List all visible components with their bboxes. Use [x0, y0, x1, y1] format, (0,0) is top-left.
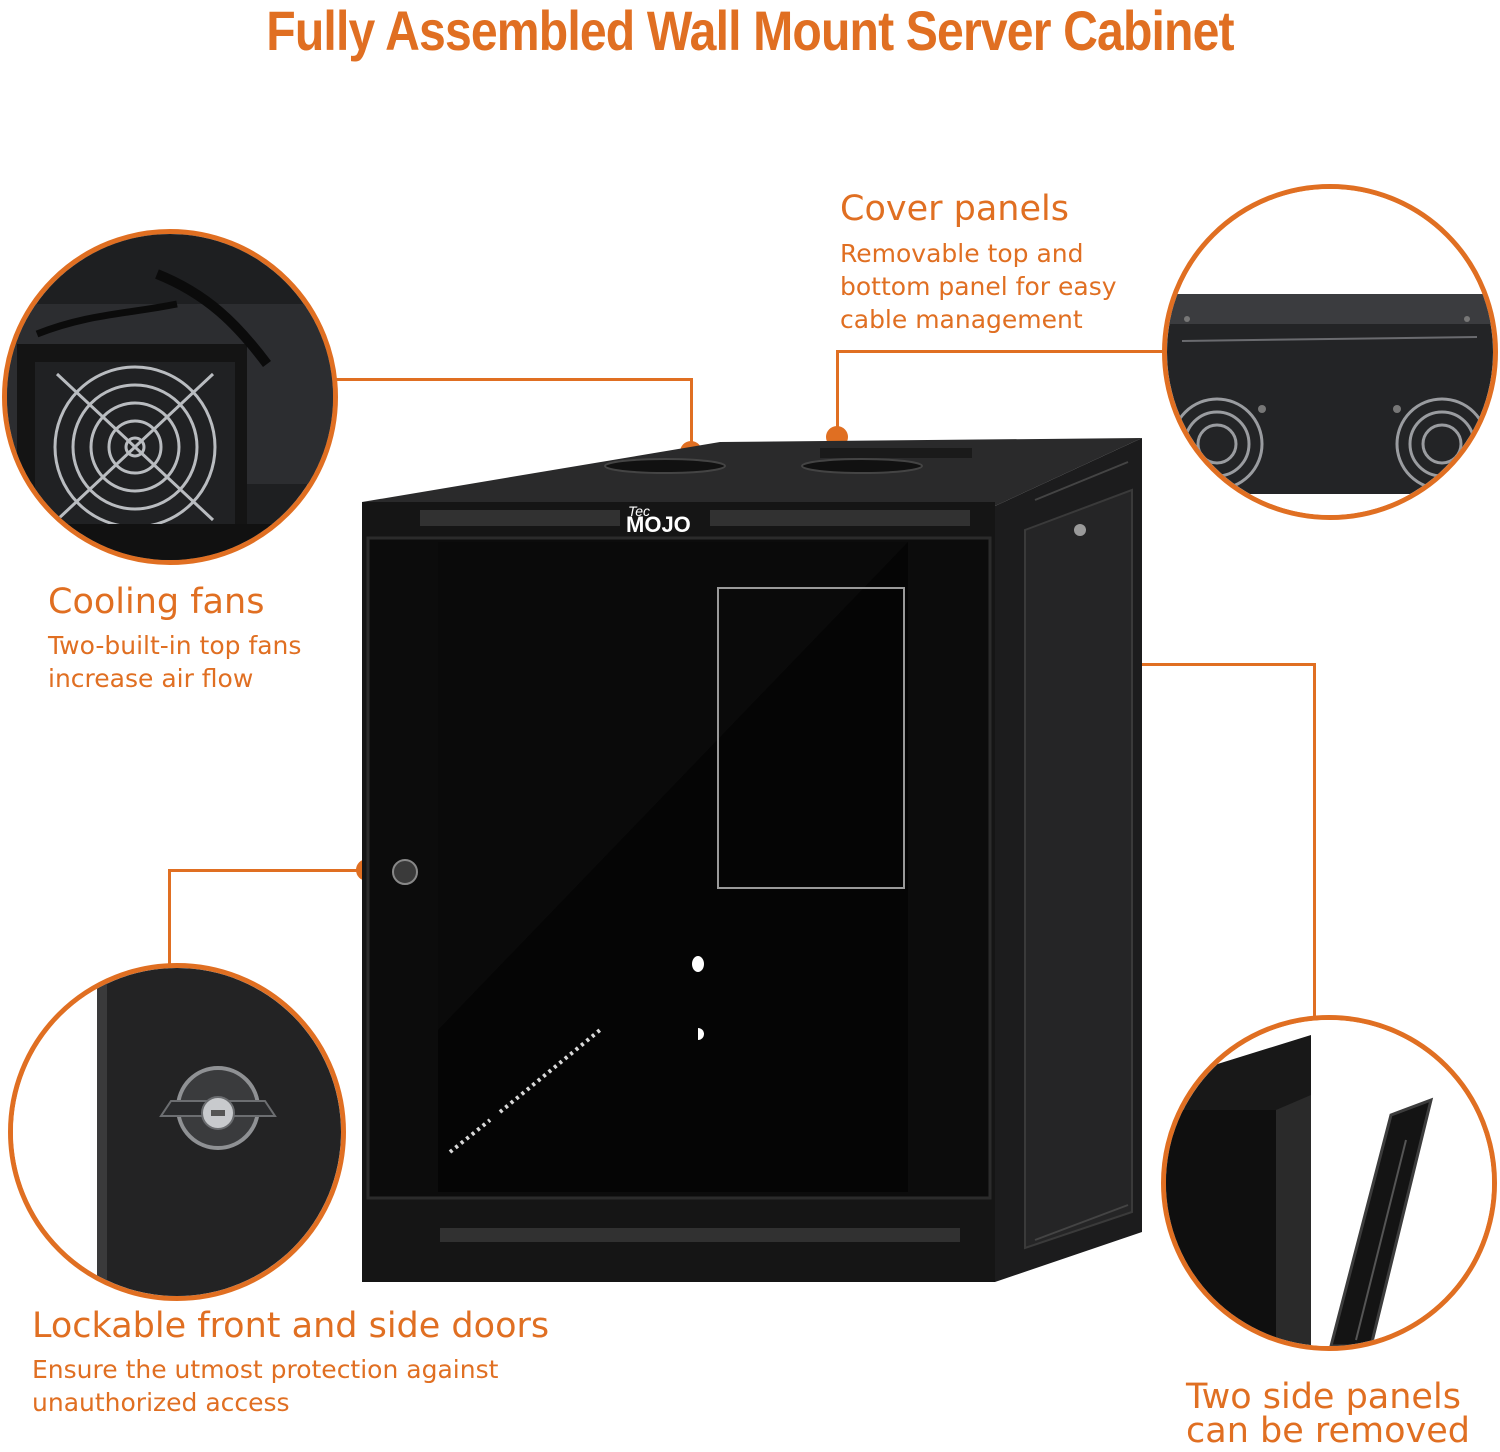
side-panels-title-2: can be removed [1186, 1411, 1470, 1451]
page-title: Fully Assembled Wall Mount Server Cabine… [266, 0, 1234, 62]
side-panels-title-1: Two side panels [1186, 1377, 1461, 1417]
brand-mojo: MOJO [626, 512, 691, 537]
cover-panels-desc-1: Removable top and [840, 239, 1084, 268]
cover-panels-desc-3: cable management [840, 305, 1083, 334]
cooling-fans-desc-1: Two-built-in top fans [48, 631, 302, 660]
brand-tec: Tec [628, 503, 650, 519]
connector-line-cover-h [836, 350, 1166, 353]
cover-panels-desc-2: bottom panel for easy [840, 272, 1117, 301]
lockable-doors-desc-1: Ensure the utmost protection against [32, 1355, 499, 1384]
cover-panels-title: Cover panels [840, 189, 1069, 229]
cooling-fans-desc-2: increase air flow [48, 664, 254, 693]
connector-line-fans-h [335, 378, 693, 381]
side-panel-closeup [1161, 1015, 1497, 1351]
cooling-fan-closeup [2, 229, 338, 565]
server-cabinet-image: Tec MOJO [362, 438, 1142, 1282]
door-lock-closeup [8, 963, 346, 1301]
cover-panel-closeup [1162, 184, 1498, 520]
cooling-fans-title: Cooling fans [48, 582, 265, 622]
connector-line-lock-h [168, 869, 368, 872]
lockable-doors-title: Lockable front and side doors [32, 1306, 550, 1346]
connector-line-side-h [1103, 663, 1316, 666]
connector-line-fans-v [690, 378, 693, 450]
lockable-doors-desc-2: unauthorized access [32, 1388, 290, 1417]
connector-line-cover-v [836, 350, 839, 440]
connector-line-lock-v [168, 869, 171, 969]
connector-line-side-v [1313, 663, 1316, 1018]
